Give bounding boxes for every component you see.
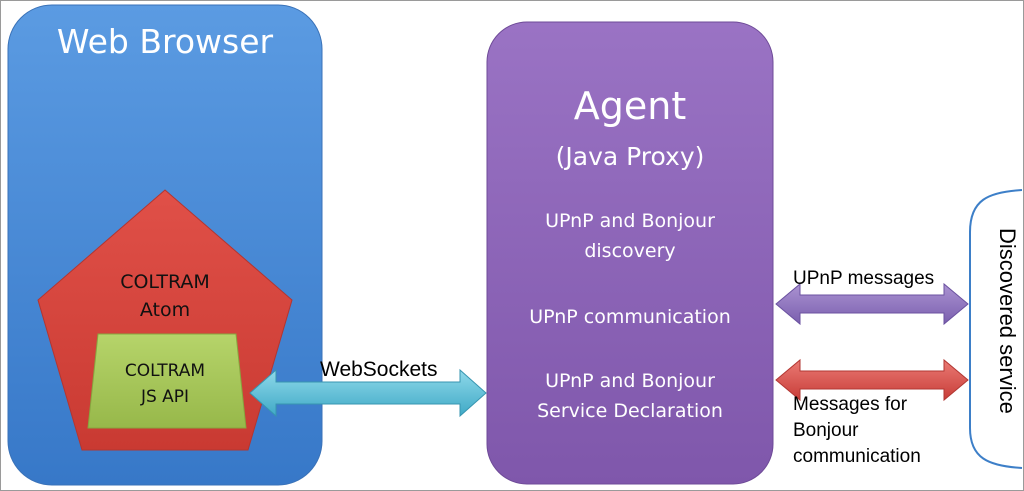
agent-title: Agent (573, 84, 687, 128)
bonjour-line-3: communication (793, 446, 921, 467)
atom-line-1: COLTRAM (120, 271, 210, 293)
agent-discovery-text: UPnP and Bonjour discovery (487, 206, 773, 266)
bonjour-messages-label: Messages for Bonjour communication (793, 392, 921, 470)
bonjour-line-2: Bonjour (793, 420, 859, 441)
upnp-messages-arrow (775, 282, 969, 326)
upnp-messages-label: UPnP messages (793, 268, 935, 289)
declaration-line-2: Service Declaration (537, 400, 723, 422)
discovered-service-label: Discovered service (995, 228, 1020, 414)
bonjour-messages-arrow (775, 358, 969, 402)
discovery-line-1: UPnP and Bonjour (545, 210, 715, 232)
web-browser-title: Web Browser (56, 22, 274, 61)
agent-box (486, 21, 774, 485)
websockets-label: WebSockets (320, 358, 438, 381)
discovery-line-2: discovery (584, 240, 676, 262)
atom-line-2: Atom (139, 299, 191, 321)
discovered-service-bracket (969, 189, 1023, 469)
agent-declaration-text: UPnP and Bonjour Service Declaration (487, 366, 773, 426)
coltram-js-api-label: COLTRAM JS API (95, 358, 235, 410)
websockets-arrow (249, 368, 487, 418)
api-line-2: JS API (140, 387, 190, 407)
coltram-js-api-box (87, 333, 247, 429)
bonjour-line-1: Messages for (793, 394, 908, 415)
agent-subtitle: (Java Proxy) (555, 142, 705, 171)
api-line-1: COLTRAM (124, 361, 206, 381)
coltram-atom-label: COLTRAM Atom (95, 268, 235, 324)
agent-communication-text: UPnP communication (529, 306, 731, 328)
declaration-line-1: UPnP and Bonjour (545, 370, 715, 392)
